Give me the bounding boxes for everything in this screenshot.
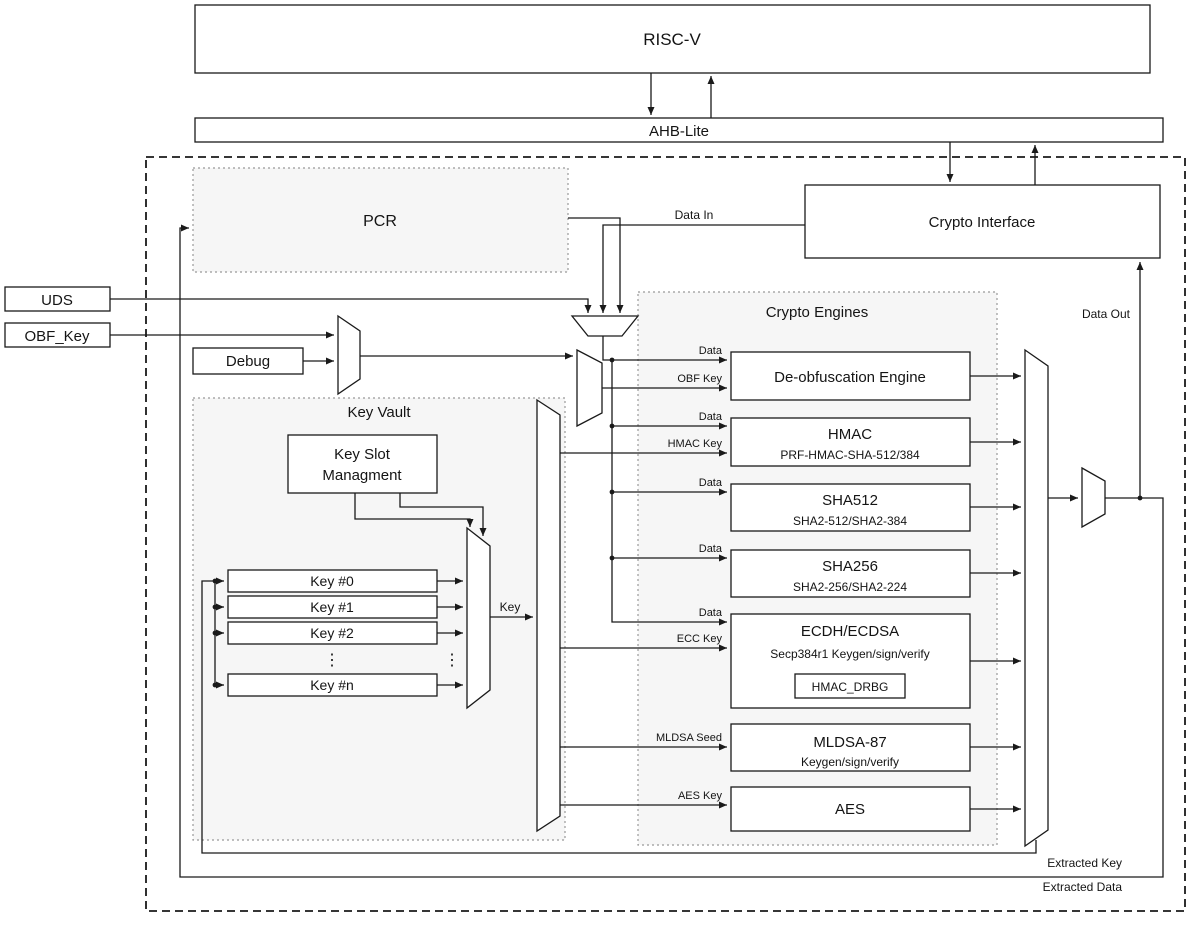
ahb-lite-label: AHB-Lite (649, 123, 709, 140)
engine-mldsa-subtitle: Keygen/sign/verify (801, 755, 899, 769)
engine-aes-title: AES (835, 801, 865, 818)
obf-key-label: OBF_Key (24, 328, 90, 345)
wiring (110, 73, 1164, 878)
label-obf-key: OBF Key (677, 373, 722, 385)
mux-obf-debug-select (337, 314, 361, 396)
crypto-interface-label: Crypto Interface (929, 214, 1036, 231)
risc-v-block (194, 4, 1151, 74)
hmac-drbg-block (794, 673, 906, 699)
mux-key-vault (466, 526, 491, 710)
wire-ksm-control-2 (399, 493, 487, 536)
key-slot-management-line2: Managment (322, 467, 402, 484)
pcr-label: PCR (363, 213, 397, 230)
key-slot-management-block (287, 434, 438, 494)
engine-hmac-subtitle: PRF-HMAC-SHA-512/384 (780, 448, 920, 462)
engine-sha512 (730, 483, 971, 532)
mux-key-distribution (536, 398, 561, 833)
debug-block (192, 347, 304, 375)
mux-engine-output (1024, 348, 1049, 848)
mux-obf-key-select (576, 348, 603, 428)
label-data-hmac: Data (699, 411, 723, 423)
uds-label: UDS (41, 292, 73, 309)
wire-data-to-deobf (602, 336, 727, 364)
wire-ksm-control-1 (354, 493, 474, 527)
wire-uds-to-mux (110, 298, 592, 313)
junction-dots (212, 357, 1143, 688)
key-wires-ellipsis: ⋮ (444, 652, 460, 669)
engine-mldsa (730, 723, 971, 772)
label-aes-key: AES Key (678, 790, 723, 802)
crypto-interface-block (804, 184, 1161, 259)
engine-hmac-title: HMAC (828, 426, 872, 443)
key-output-label: Key (500, 600, 521, 614)
key-slots-ellipsis: ⋮ (324, 652, 340, 669)
key-slot-management-line1: Key Slot (334, 446, 391, 463)
risc-v-label: RISC-V (643, 30, 701, 49)
key-slot-n-label: Key #n (310, 677, 354, 693)
engine-deobf-title: De-obfuscation Engine (774, 369, 926, 386)
label-data-in: Data In (675, 208, 714, 222)
engine-ecdh-title: ECDH/ECDSA (801, 623, 899, 640)
key-slot-0-label: Key #0 (310, 573, 354, 589)
label-data-deobf: Data (699, 345, 723, 357)
engine-mldsa-title: MLDSA-87 (813, 734, 886, 751)
key-slot-2-label: Key #2 (310, 625, 354, 641)
wire-data-bus (611, 360, 727, 626)
label-extracted-data: Extracted Data (1043, 880, 1123, 894)
label-data-out: Data Out (1082, 307, 1131, 321)
engine-ecdh-subtitle: Secp384r1 Keygen/sign/verify (770, 647, 929, 661)
label-ecc-key: ECC Key (677, 633, 723, 645)
label-data-sha256: Data (699, 543, 723, 555)
engine-sha256 (730, 549, 971, 598)
crypto-engines-title: Crypto Engines (766, 304, 869, 321)
key-vault-title: Key Vault (347, 404, 411, 421)
engine-sha512-title: SHA512 (822, 492, 878, 509)
hmac-drbg-label: HMAC_DRBG (812, 680, 889, 694)
wire-extracted-key (201, 580, 1037, 854)
label-hmac-key: HMAC Key (668, 438, 723, 450)
key-slot-1-label: Key #1 (310, 599, 354, 615)
engine-sha256-title: SHA256 (822, 558, 878, 575)
label-mldsa-seed: MLDSA Seed (656, 732, 722, 744)
pcr-block (192, 167, 569, 273)
wire-data-out (1105, 262, 1144, 499)
mux-data-select (570, 315, 640, 337)
label-data-sha512: Data (699, 477, 723, 489)
label-data-ecdh: Data (699, 607, 723, 619)
wire-data-in (599, 224, 805, 313)
engine-hmac (730, 417, 971, 467)
engine-de-obfuscation (730, 351, 971, 401)
mux-data-out (1081, 466, 1106, 529)
engine-sha512-subtitle: SHA2-512/SHA2-384 (793, 514, 907, 528)
ahb-lite-bus (194, 117, 1164, 143)
debug-label: Debug (226, 353, 270, 370)
uds-block (4, 286, 111, 312)
label-extracted-key: Extracted Key (1047, 856, 1122, 870)
wire-extracted-data (179, 224, 1164, 878)
wire-pcr-to-mux (568, 217, 624, 313)
engine-sha256-subtitle: SHA2-256/SHA2-224 (793, 580, 907, 594)
